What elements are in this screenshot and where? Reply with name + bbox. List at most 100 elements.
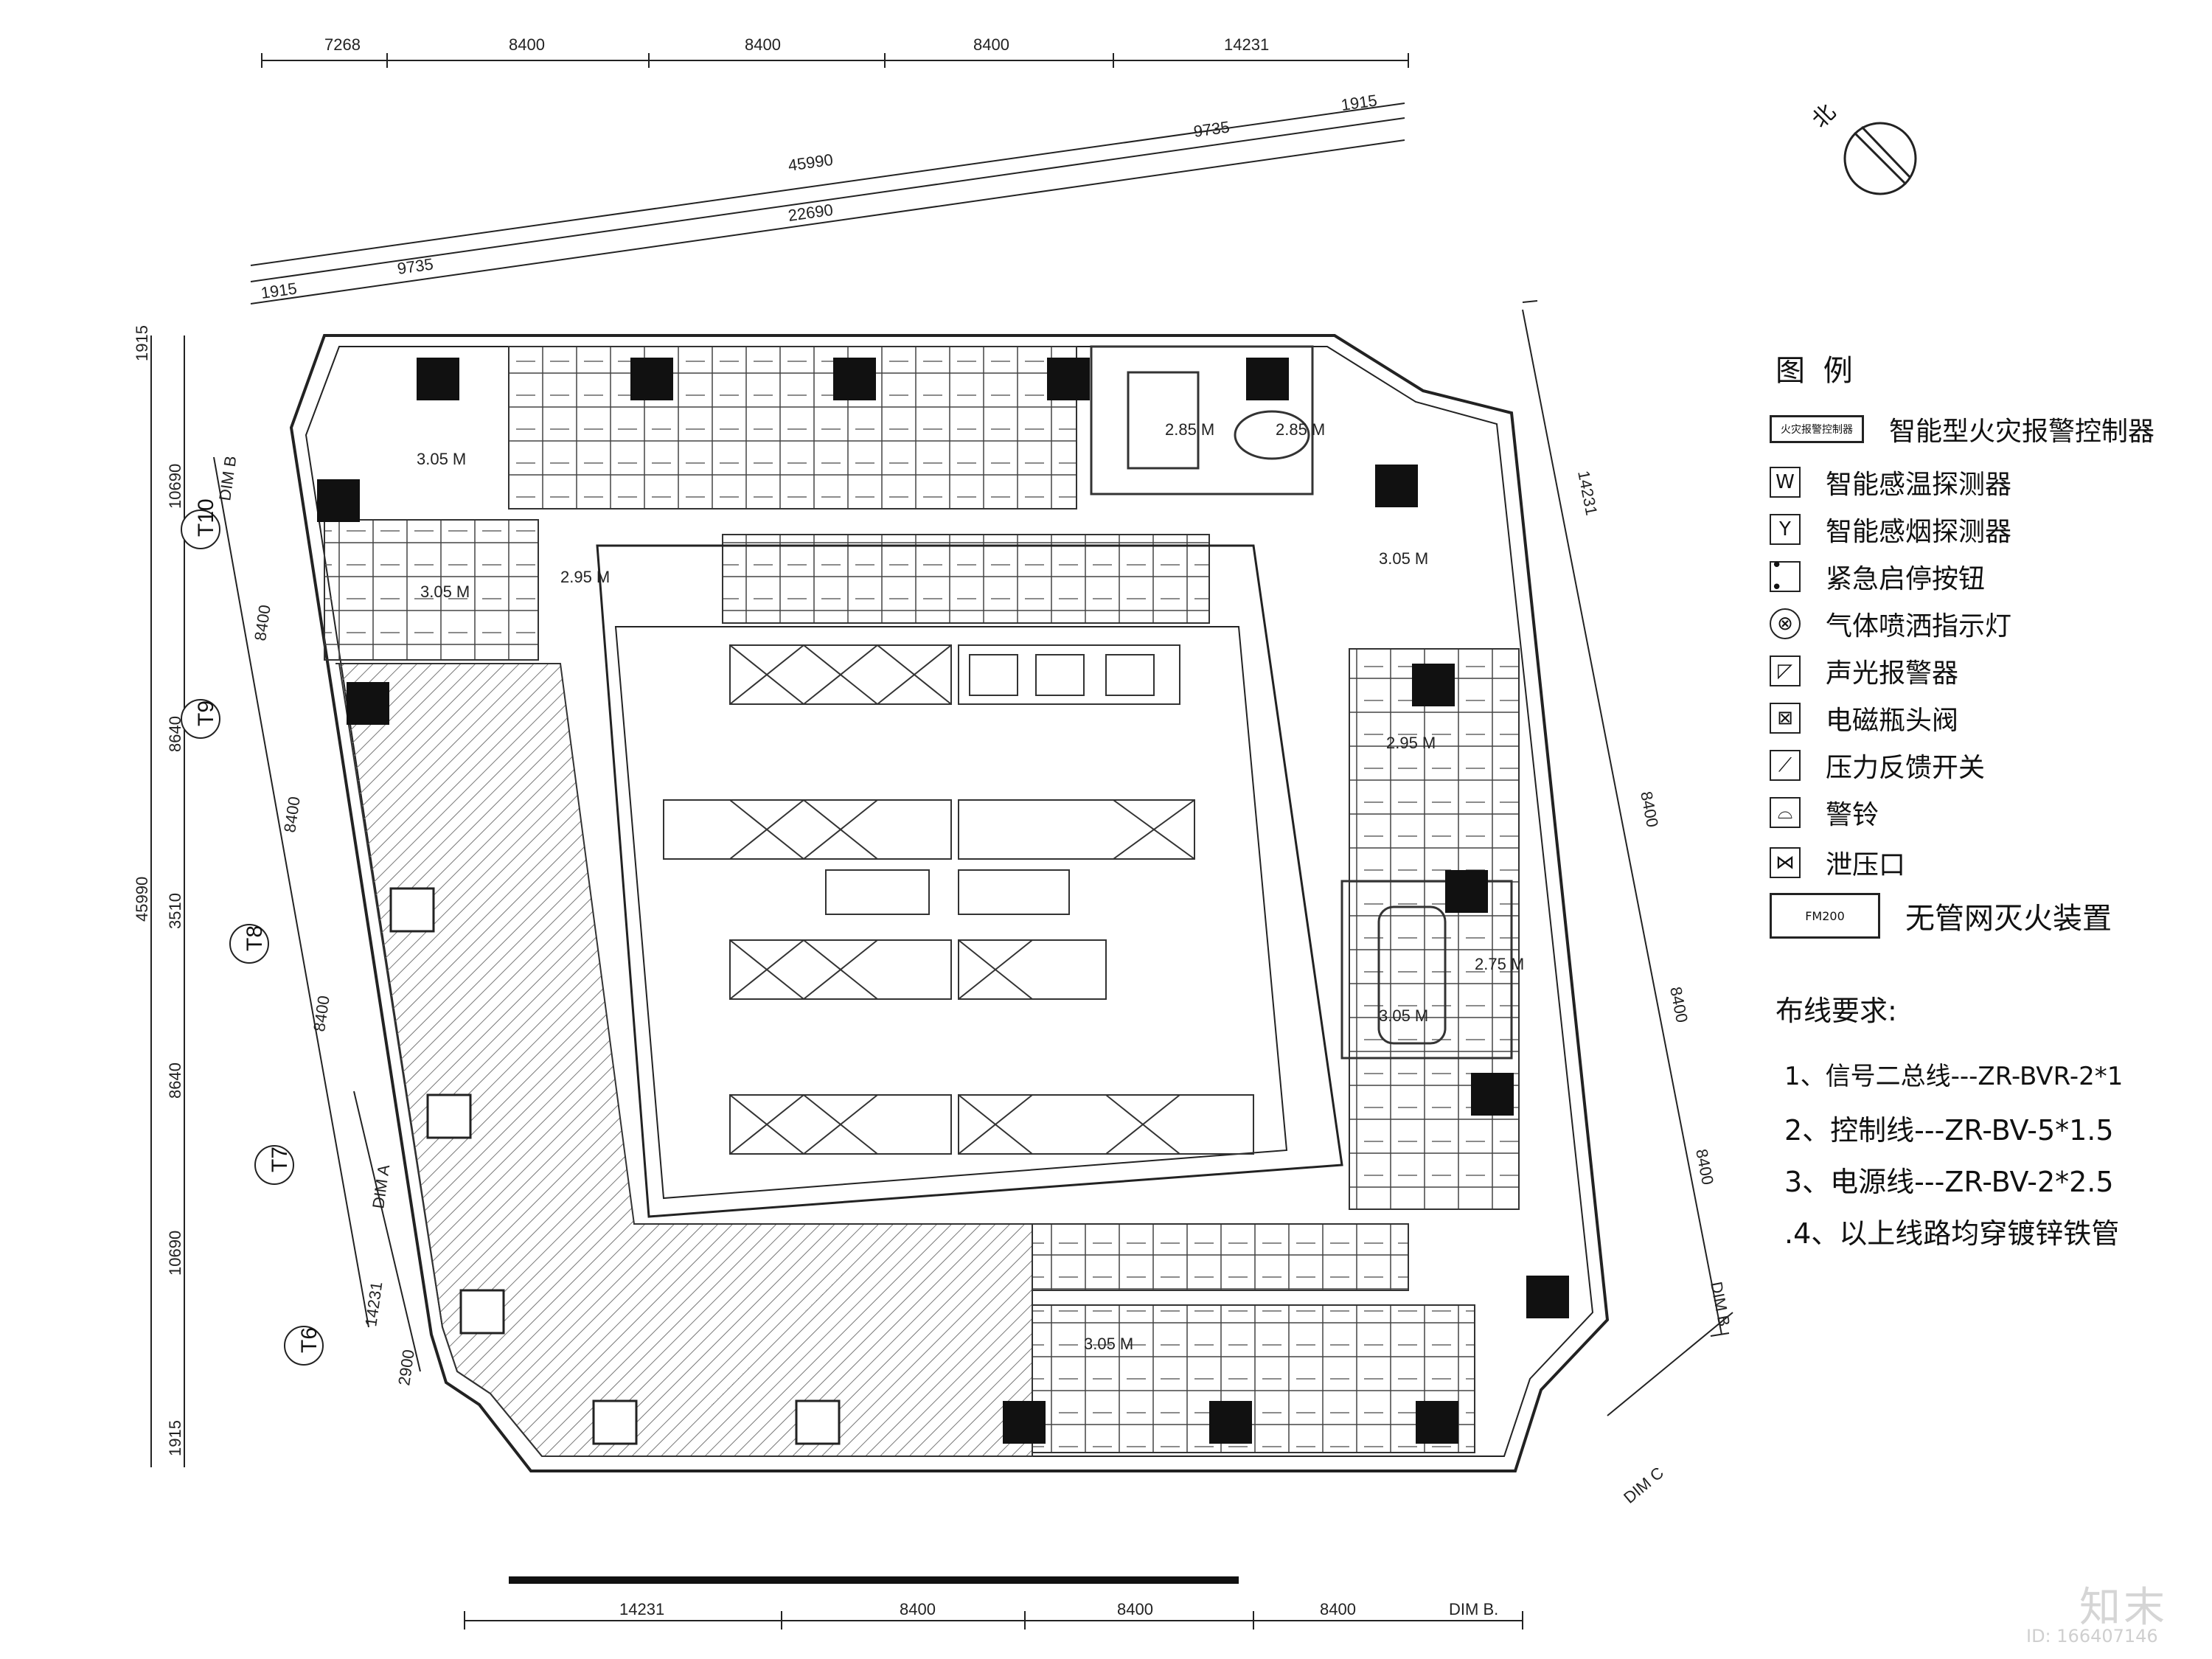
bottom-dim-3: 8400 (1117, 1600, 1153, 1618)
top-dim-4: 8400 (973, 35, 1009, 54)
legend-item-smoke-detector: Y 智能感烟探测器 (1770, 513, 2012, 547)
top-dimensions (250, 53, 1409, 305)
legend-item-panel: 火灾报警控制器 智能型火灾报警控制器 (1770, 413, 2155, 447)
legend-label-smoke-detector: 智能感烟探测器 (1826, 517, 2012, 547)
legend-label-emergency-button: 紧急启停按钮 (1826, 564, 1986, 594)
hollow-columns (389, 887, 841, 1445)
top-dim-1: 7268 (324, 35, 361, 54)
office-column-right (1349, 648, 1520, 1210)
open-office-zone (335, 663, 1033, 1457)
legend-label-alarm: 声光报警器 (1826, 658, 1959, 689)
workstation-area-top (508, 346, 1077, 509)
top-right-dim-b: 1915 (1340, 91, 1378, 114)
scale-bar (509, 1576, 1239, 1584)
left-dimensions (150, 335, 421, 1467)
building-core (596, 544, 1343, 1218)
emergency-button-icon: • • (1770, 554, 1801, 599)
elevation-label-10: 2.75 M (1475, 955, 1524, 973)
bottom-dimensions (464, 1611, 1523, 1630)
legend-label-pressure-switch: 压力反馈开关 (1826, 753, 1986, 783)
solenoid-valve-icon: ⊠ (1770, 703, 1801, 734)
left-dim-2: 10690 (166, 464, 184, 509)
smoke-detector-icon: Y (1770, 514, 1801, 545)
elevation-label-4: 3.05 M (420, 582, 470, 601)
left-dim-11: 2900 (394, 1349, 418, 1387)
meeting-room-right (1340, 880, 1513, 1060)
legend-label-spray-indicator: 气体喷洒指示灯 (1826, 611, 2012, 641)
wiring-line-2: 2、控制线---ZR-BV-5*1.5 (1784, 1114, 2114, 1147)
bottom-dim-2: 8400 (900, 1600, 936, 1618)
office-area-left (324, 519, 539, 661)
legend-item-heat-detector: W 智能感温探测器 (1770, 466, 2012, 500)
watermark-id: ID: 166407146 (2026, 1626, 2158, 1646)
left-dim-7: 8400 (310, 995, 333, 1033)
legend-label-panel: 智能型火灾报警控制器 (1889, 417, 2155, 447)
legend-item-pressure-switch: ⟋ 压力反馈开关 (1770, 749, 1986, 783)
top-dim-2: 8400 (509, 35, 545, 54)
extinguisher-unit-icon: FM200 (1770, 893, 1880, 939)
grid-axis-bubbles (181, 509, 324, 1366)
top-total-dim: 45990 (787, 150, 834, 175)
legend-item-emergency-button: • • 紧急启停按钮 (1770, 554, 1986, 599)
left-dim-5: 8400 (280, 796, 304, 834)
left-dim-1: 1915 (133, 325, 151, 361)
elevation-label-6: 2.95 M (1386, 734, 1436, 752)
right-dimensions (1522, 300, 1733, 1416)
right-dim-b-label: DIM B (1707, 1280, 1733, 1328)
right-dim-4: 8400 (1692, 1147, 1717, 1186)
watermark-logo: 知末 (2079, 1584, 2168, 1632)
grid-axis-t9: T9 (194, 700, 218, 726)
round-table-top (1234, 410, 1310, 460)
top-left-dim-b: 9735 (396, 254, 434, 278)
legend-label-extinguisher-unit: 无管网灭火装置 (1905, 902, 2112, 936)
left-dim-12: 1915 (166, 1420, 184, 1456)
right-dim-3: 8400 (1666, 985, 1691, 1024)
left-dim-3: 8400 (251, 604, 274, 642)
relief-vent-icon: ⋈ (1770, 847, 1801, 878)
wiring-line-4: .4、以上线路均穿镀锌铁管 (1784, 1217, 2120, 1250)
meeting-table-top (1127, 371, 1200, 470)
legend-item-spray-indicator: ⊗ 气体喷洒指示灯 (1770, 608, 2012, 641)
grid-axis-t7: T7 (268, 1147, 292, 1172)
alarm-icon: ◸ (1770, 655, 1801, 686)
heat-detector-icon: W (1770, 467, 1801, 498)
elevation-label-8: 3.05 M (1379, 1006, 1428, 1025)
office-row-bottom-1 (1032, 1223, 1409, 1291)
left-dim-9: 10690 (166, 1231, 184, 1276)
elevation-label-2: 2.95 M (560, 568, 610, 586)
legend-item-solenoid-valve: ⊠ 电磁瓶头阀 (1770, 702, 1959, 736)
panel-icon: 火灾报警控制器 (1770, 415, 1864, 443)
legend-item-alarm: ◸ 声光报警器 (1770, 655, 1959, 689)
bottom-dim-1: 14231 (619, 1600, 664, 1618)
spray-indicator-icon: ⊗ (1770, 608, 1801, 639)
elevation-label-1: 3.05 M (417, 450, 466, 468)
right-dim-2: 8400 (1637, 790, 1662, 829)
wiring-line-1: 1、信号二总线---ZR-BVR-2*1 (1784, 1062, 2124, 1091)
top-left-dim-a: 1915 (260, 279, 298, 302)
north-arrow-icon (1843, 122, 1917, 195)
north-label: 北 (1808, 100, 1841, 133)
bell-icon: ⌓ (1770, 797, 1801, 828)
right-dim-1: 14231 (1574, 469, 1601, 517)
left-dim-8: 8640 (166, 1062, 184, 1099)
left-dim-6: 3510 (166, 893, 184, 929)
meeting-table-right (1377, 905, 1447, 1045)
top-right-dim-a: 9735 (1192, 117, 1231, 141)
legend-label-solenoid-valve: 电磁瓶头阀 (1826, 706, 1959, 736)
legend-item-relief-vent: ⋈ 泄压口 (1770, 846, 1905, 880)
dim-c-label: DIM C (1620, 1464, 1667, 1507)
elevator-shafts (663, 644, 1254, 1155)
legend-label-heat-detector: 智能感温探测器 (1826, 470, 2012, 500)
elevation-label-9: 3.05 M (1084, 1335, 1133, 1353)
grid-axis-t6: T6 (297, 1327, 321, 1353)
meeting-room-top (1090, 345, 1314, 495)
legend-item-extinguisher-unit: FM200 无管网灭火装置 (1770, 893, 2112, 939)
elevation-label-7: 2.85 M (1276, 420, 1325, 439)
pressure-switch-icon: ⟋ (1770, 750, 1801, 781)
elevation-label-3: 2.85 M (1165, 420, 1214, 439)
bottom-dim-b-label: DIM B. (1449, 1600, 1498, 1618)
wiring-title: 布线要求: (1775, 995, 1897, 1027)
legend-item-bell: ⌓ 警铃 (1770, 796, 1879, 830)
grid-axis-t8: T8 (243, 925, 267, 951)
